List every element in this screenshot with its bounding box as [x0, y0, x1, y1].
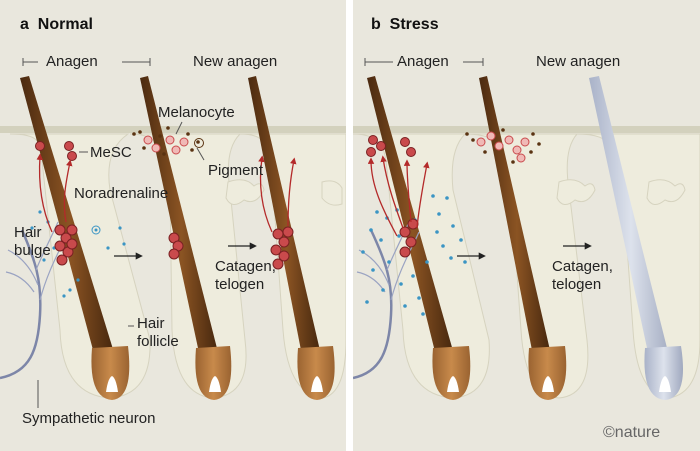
dermal-papilla-b2 [542, 376, 554, 392]
pigment-marker [194, 138, 204, 148]
label-telogen: telogen [215, 276, 265, 293]
sebaceous-gland-3 [321, 180, 343, 206]
hair-shaft-b2 [479, 76, 555, 376]
label-melanocyte: Melanocyte [158, 104, 235, 121]
melanocyte-leader [175, 121, 183, 135]
hair-bulb-b2 [528, 346, 567, 400]
panel-normal: a Normal Anagen New anagen Melanocyte Me… [0, 0, 346, 451]
hair-shaft-3 [248, 76, 325, 376]
anagen-bracket [22, 58, 151, 66]
noradrenaline-dots-stress [361, 194, 467, 316]
stress-diagram [353, 58, 700, 400]
panel-a-heading: a Normal [20, 16, 93, 34]
label-new-anagen: New anagen [193, 53, 278, 70]
grey-hair-bulb [644, 346, 683, 400]
mesc-migration-arrows [36, 153, 297, 233]
panel-a-title: Normal [37, 16, 93, 33]
label-mesc: MeSC [90, 144, 132, 161]
panel-b-heading: b Stress [371, 16, 439, 34]
dermal-papilla-1 [106, 376, 118, 392]
neuron-branches-b [356, 221, 420, 301]
normal-diagram [0, 58, 346, 408]
skin-surface [0, 126, 346, 133]
label-hair-follicle-line1: Hair [137, 315, 165, 332]
label-hair-bulge-line1: Hair [14, 224, 42, 241]
dermal-papilla-3 [311, 376, 323, 392]
sebaceous-gland-b3 [646, 179, 686, 205]
dermal-papilla-b3 [659, 376, 671, 392]
label-sympathetic-neuron: Sympathetic neuron [22, 410, 156, 427]
neuron-branches [5, 221, 69, 301]
label-catagen: Catagen, [215, 258, 276, 275]
dermal-papilla-b1 [447, 376, 459, 392]
label-hair-bulge-line2: bulge [14, 242, 51, 259]
sympathetic-neuron-b [353, 229, 393, 380]
pigment-granules-stress [465, 128, 541, 164]
melanocytes-stress [476, 131, 530, 163]
mesc-cluster-bulge-3 [270, 226, 294, 270]
label-pigment: Pigment [208, 162, 264, 179]
pigment-leader [196, 147, 205, 161]
hair-bulb-3 [297, 346, 335, 400]
sympathetic-neuron [0, 229, 42, 380]
label-catagen-b: Catagen, [552, 258, 613, 275]
label-new-anagen-b: New anagen [536, 53, 621, 70]
mesc-migration-arrows-stress [367, 155, 430, 237]
label-hair-follicle-line2: follicle [137, 333, 179, 350]
anagen-bracket-b [364, 58, 484, 66]
hair-shaft-2 [140, 76, 223, 376]
panel-letter-b: b [371, 16, 381, 33]
label-anagen-b: Anagen [397, 53, 449, 70]
mesc-migrated [35, 141, 77, 161]
label-anagen: Anagen [46, 53, 98, 70]
hair-bulb-b1 [432, 346, 471, 400]
label-telogen-b: telogen [552, 276, 602, 293]
noradrenaline-receptor [91, 225, 101, 235]
melanocytes [143, 135, 189, 155]
sebaceous-gland [225, 179, 265, 205]
grey-hair-shaft [589, 76, 673, 376]
dermal-papilla-2 [209, 376, 221, 392]
pigment-granules [132, 126, 200, 156]
label-noradrenaline: Noradrenaline [74, 185, 169, 202]
nature-credit: ©nature [603, 424, 661, 441]
skin-surface-b [353, 126, 700, 133]
panel-stress: b Stress Anagen New anagen Catagen, telo… [353, 0, 700, 451]
mesc-cluster-bulge-2 [168, 232, 184, 260]
noradrenaline-receptor-core [94, 228, 98, 232]
mesc-cluster-bulge-1 [54, 224, 78, 266]
mesc-depleted-migrated [366, 135, 416, 157]
panel-b-title: Stress [389, 16, 439, 33]
mesc-cluster-stress [399, 218, 419, 258]
hair-bulb-1 [91, 346, 130, 400]
hair-bulb-2 [195, 346, 232, 400]
panel-letter-a: a [20, 16, 29, 33]
sebaceous-gland-b [556, 179, 596, 205]
